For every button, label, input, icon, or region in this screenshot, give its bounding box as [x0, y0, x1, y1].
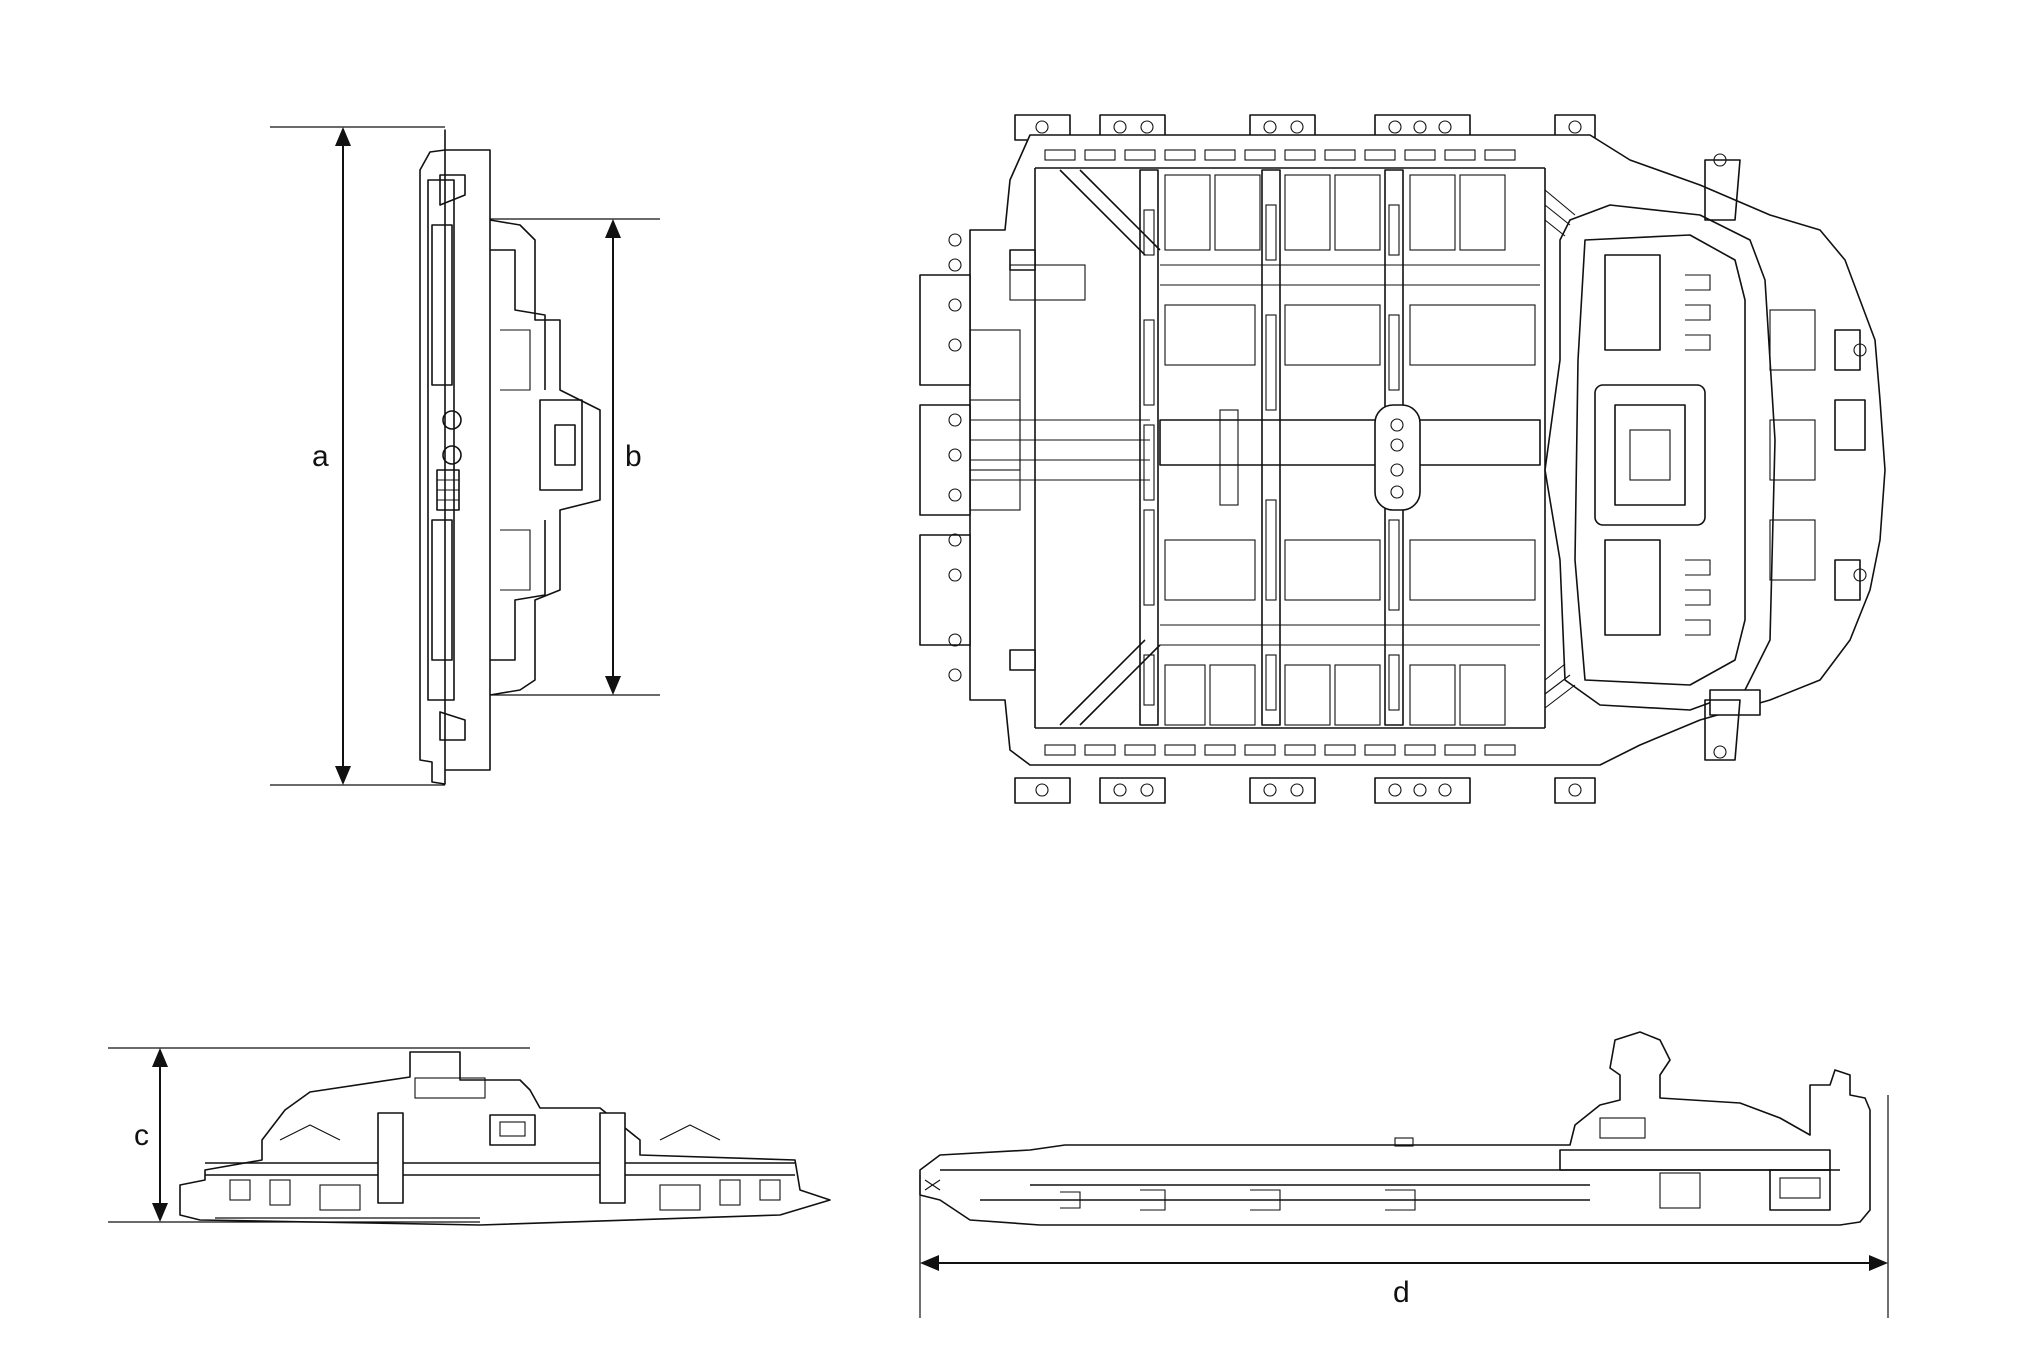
- dimension-c-label: c: [134, 1119, 149, 1152]
- side-view: [419, 129, 601, 785]
- dimension-b-label: b: [625, 440, 642, 473]
- dimension-d-label: d: [1393, 1276, 1410, 1309]
- cell-grid-lower: [1160, 539, 1540, 726]
- dimension-d: d: [919, 1095, 1889, 1318]
- front-view: [179, 1051, 831, 1226]
- top-view: [919, 114, 1886, 804]
- dimension-a-label: a: [312, 440, 329, 473]
- top-rail-slots: [1044, 149, 1516, 161]
- cell-grid-upper: [1160, 174, 1540, 366]
- dimension-a: a: [270, 126, 445, 786]
- dimension-b: b: [490, 218, 660, 696]
- dimension-c: c: [108, 1047, 530, 1223]
- side-elevation: [919, 1031, 1871, 1226]
- bottom-rail-slots: [1044, 744, 1516, 756]
